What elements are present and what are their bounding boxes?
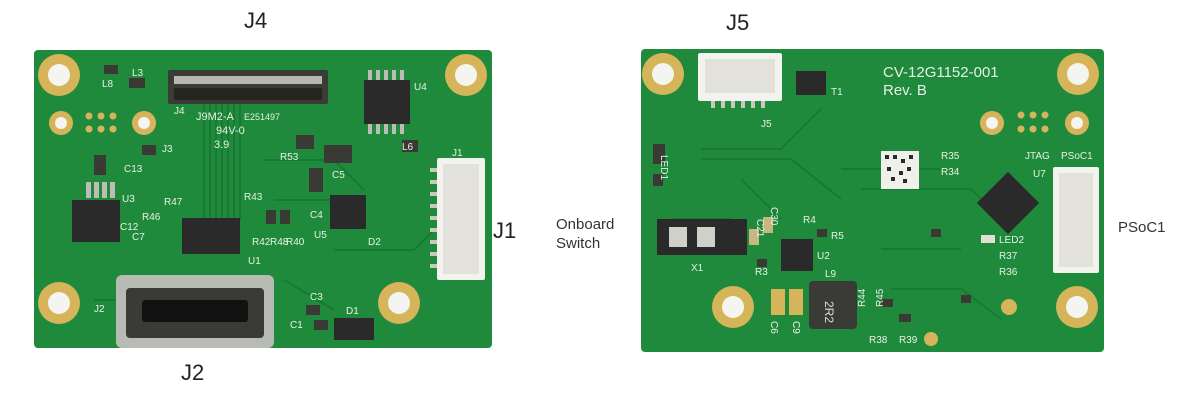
silk-rev: Rev. B — [883, 82, 927, 99]
silk-u4: U4 — [414, 82, 427, 93]
silk-c6: C6 — [768, 321, 779, 334]
label-psoc1: PSoC1 — [1118, 219, 1166, 236]
right-mounting-holes — [642, 53, 1099, 346]
silk-c4: C4 — [310, 210, 323, 221]
silk-r5: R5 — [831, 231, 844, 242]
silk-mark2: E251497 — [244, 112, 280, 122]
silk-l9: L9 — [825, 269, 837, 280]
left-chip-u4 — [364, 80, 410, 124]
silk-x1: X1 — [691, 263, 704, 274]
right-pcb-board: CV-12G1152-001 Rev. B T1 J5 LED1 R35 R34… — [641, 49, 1104, 352]
silk-r40: R40 — [286, 237, 305, 248]
silk-r46: R46 — [142, 212, 161, 223]
left-silkscreen: J4 L8 L3 U4 J3 C13 U3 R47 R46 C12 C7 J9M… — [94, 68, 463, 331]
right-inductor-l9 — [809, 281, 857, 329]
right-cap-c30 — [763, 217, 773, 233]
silk-part-number: CV-12G1152-001 — [883, 64, 999, 81]
right-cap-c9 — [789, 289, 803, 315]
silk-r45: R45 — [875, 288, 886, 307]
label-j5: J5 — [726, 10, 750, 35]
right-chip-u2 — [781, 239, 813, 271]
label-onboard-line2: Switch — [556, 235, 601, 252]
silk-r34: R34 — [941, 167, 960, 178]
silk-t1: T1 — [831, 87, 843, 98]
label-j2: J2 — [181, 360, 205, 385]
silk-d1: D1 — [346, 306, 359, 317]
silk-r35: R35 — [941, 151, 960, 162]
silk-j3: J3 — [162, 144, 173, 155]
silk-jtag: JTAG — [1025, 151, 1050, 162]
silk-c5: C5 — [332, 170, 345, 181]
left-mounting-holes — [38, 54, 487, 324]
left-chip-u1 — [182, 218, 240, 254]
silk-r38: R38 — [869, 335, 888, 346]
left-header-pins — [85, 112, 117, 133]
silk-u5: U5 — [314, 230, 327, 241]
silk-j5: J5 — [761, 119, 772, 130]
right-passives — [653, 144, 995, 322]
silk-u2: U2 — [817, 251, 830, 262]
silk-d2: D2 — [368, 237, 381, 248]
silk-l6: L6 — [402, 142, 414, 153]
silk-mark4: 3.9 — [214, 139, 229, 151]
right-chip-u7 — [976, 171, 1040, 235]
silk-r44: R44 — [857, 288, 868, 307]
silk-j1: J1 — [452, 148, 463, 159]
silk-l8: L8 — [102, 79, 114, 90]
left-pcb-board: J4 L8 L3 U4 J3 C13 U3 R47 R46 C12 C7 J9M… — [34, 50, 492, 348]
label-j1: J1 — [493, 218, 517, 243]
silk-psoc1: PSoC1 — [1061, 151, 1093, 162]
right-header-pins — [1017, 111, 1049, 133]
left-chip-u3 — [72, 200, 120, 242]
silk-l3: L3 — [132, 68, 144, 79]
silk-r53: R53 — [280, 152, 299, 163]
silk-u7: U7 — [1033, 169, 1046, 180]
silk-led1: LED1 — [658, 155, 669, 180]
silk-r4: R4 — [803, 215, 816, 226]
silk-c21: C21 — [754, 219, 765, 238]
left-diode-d1 — [334, 318, 374, 340]
silk-j2: J2 — [94, 304, 105, 315]
left-chip-u5 — [330, 195, 366, 229]
right-cap-c6 — [771, 289, 785, 315]
silk-c9: C9 — [790, 321, 801, 334]
silk-r36: R36 — [999, 267, 1018, 278]
silk-c7: C7 — [132, 232, 145, 243]
silk-r47: R47 — [164, 197, 183, 208]
right-pcb-traces — [671, 108, 1002, 320]
silk-r39: R39 — [899, 335, 918, 346]
left-passives — [94, 65, 418, 330]
silk-led2: LED2 — [999, 235, 1024, 246]
silk-r48: R48 — [270, 237, 289, 248]
silk-c12: C12 — [120, 222, 139, 233]
silk-c13: C13 — [124, 164, 143, 175]
label-j4: J4 — [244, 8, 268, 33]
right-silkscreen: CV-12G1152-001 Rev. B T1 J5 LED1 R35 R34… — [658, 64, 1093, 346]
silk-r3: R3 — [755, 267, 768, 278]
label-onboard-line1: Onboard — [556, 216, 615, 233]
silk-r37: R37 — [999, 251, 1018, 262]
silk-r43: R43 — [244, 192, 263, 203]
silk-u1: U1 — [248, 256, 261, 267]
silk-mark3: 94V-0 — [216, 125, 245, 137]
silk-c3: C3 — [310, 292, 323, 303]
silk-c30: C30 — [768, 207, 779, 226]
silk-inductor-value: 2R2 — [822, 301, 836, 323]
right-cap-c21 — [749, 229, 759, 245]
silk-r42: R42 — [252, 237, 271, 248]
silk-mark1: J9M2-A — [196, 111, 235, 123]
label-onboard-switch: Onboard Switch — [556, 215, 614, 253]
silk-j4: J4 — [174, 106, 185, 117]
silk-u3: U3 — [122, 194, 135, 205]
silk-c1: C1 — [290, 320, 303, 331]
right-transistor-t1 — [796, 71, 826, 95]
